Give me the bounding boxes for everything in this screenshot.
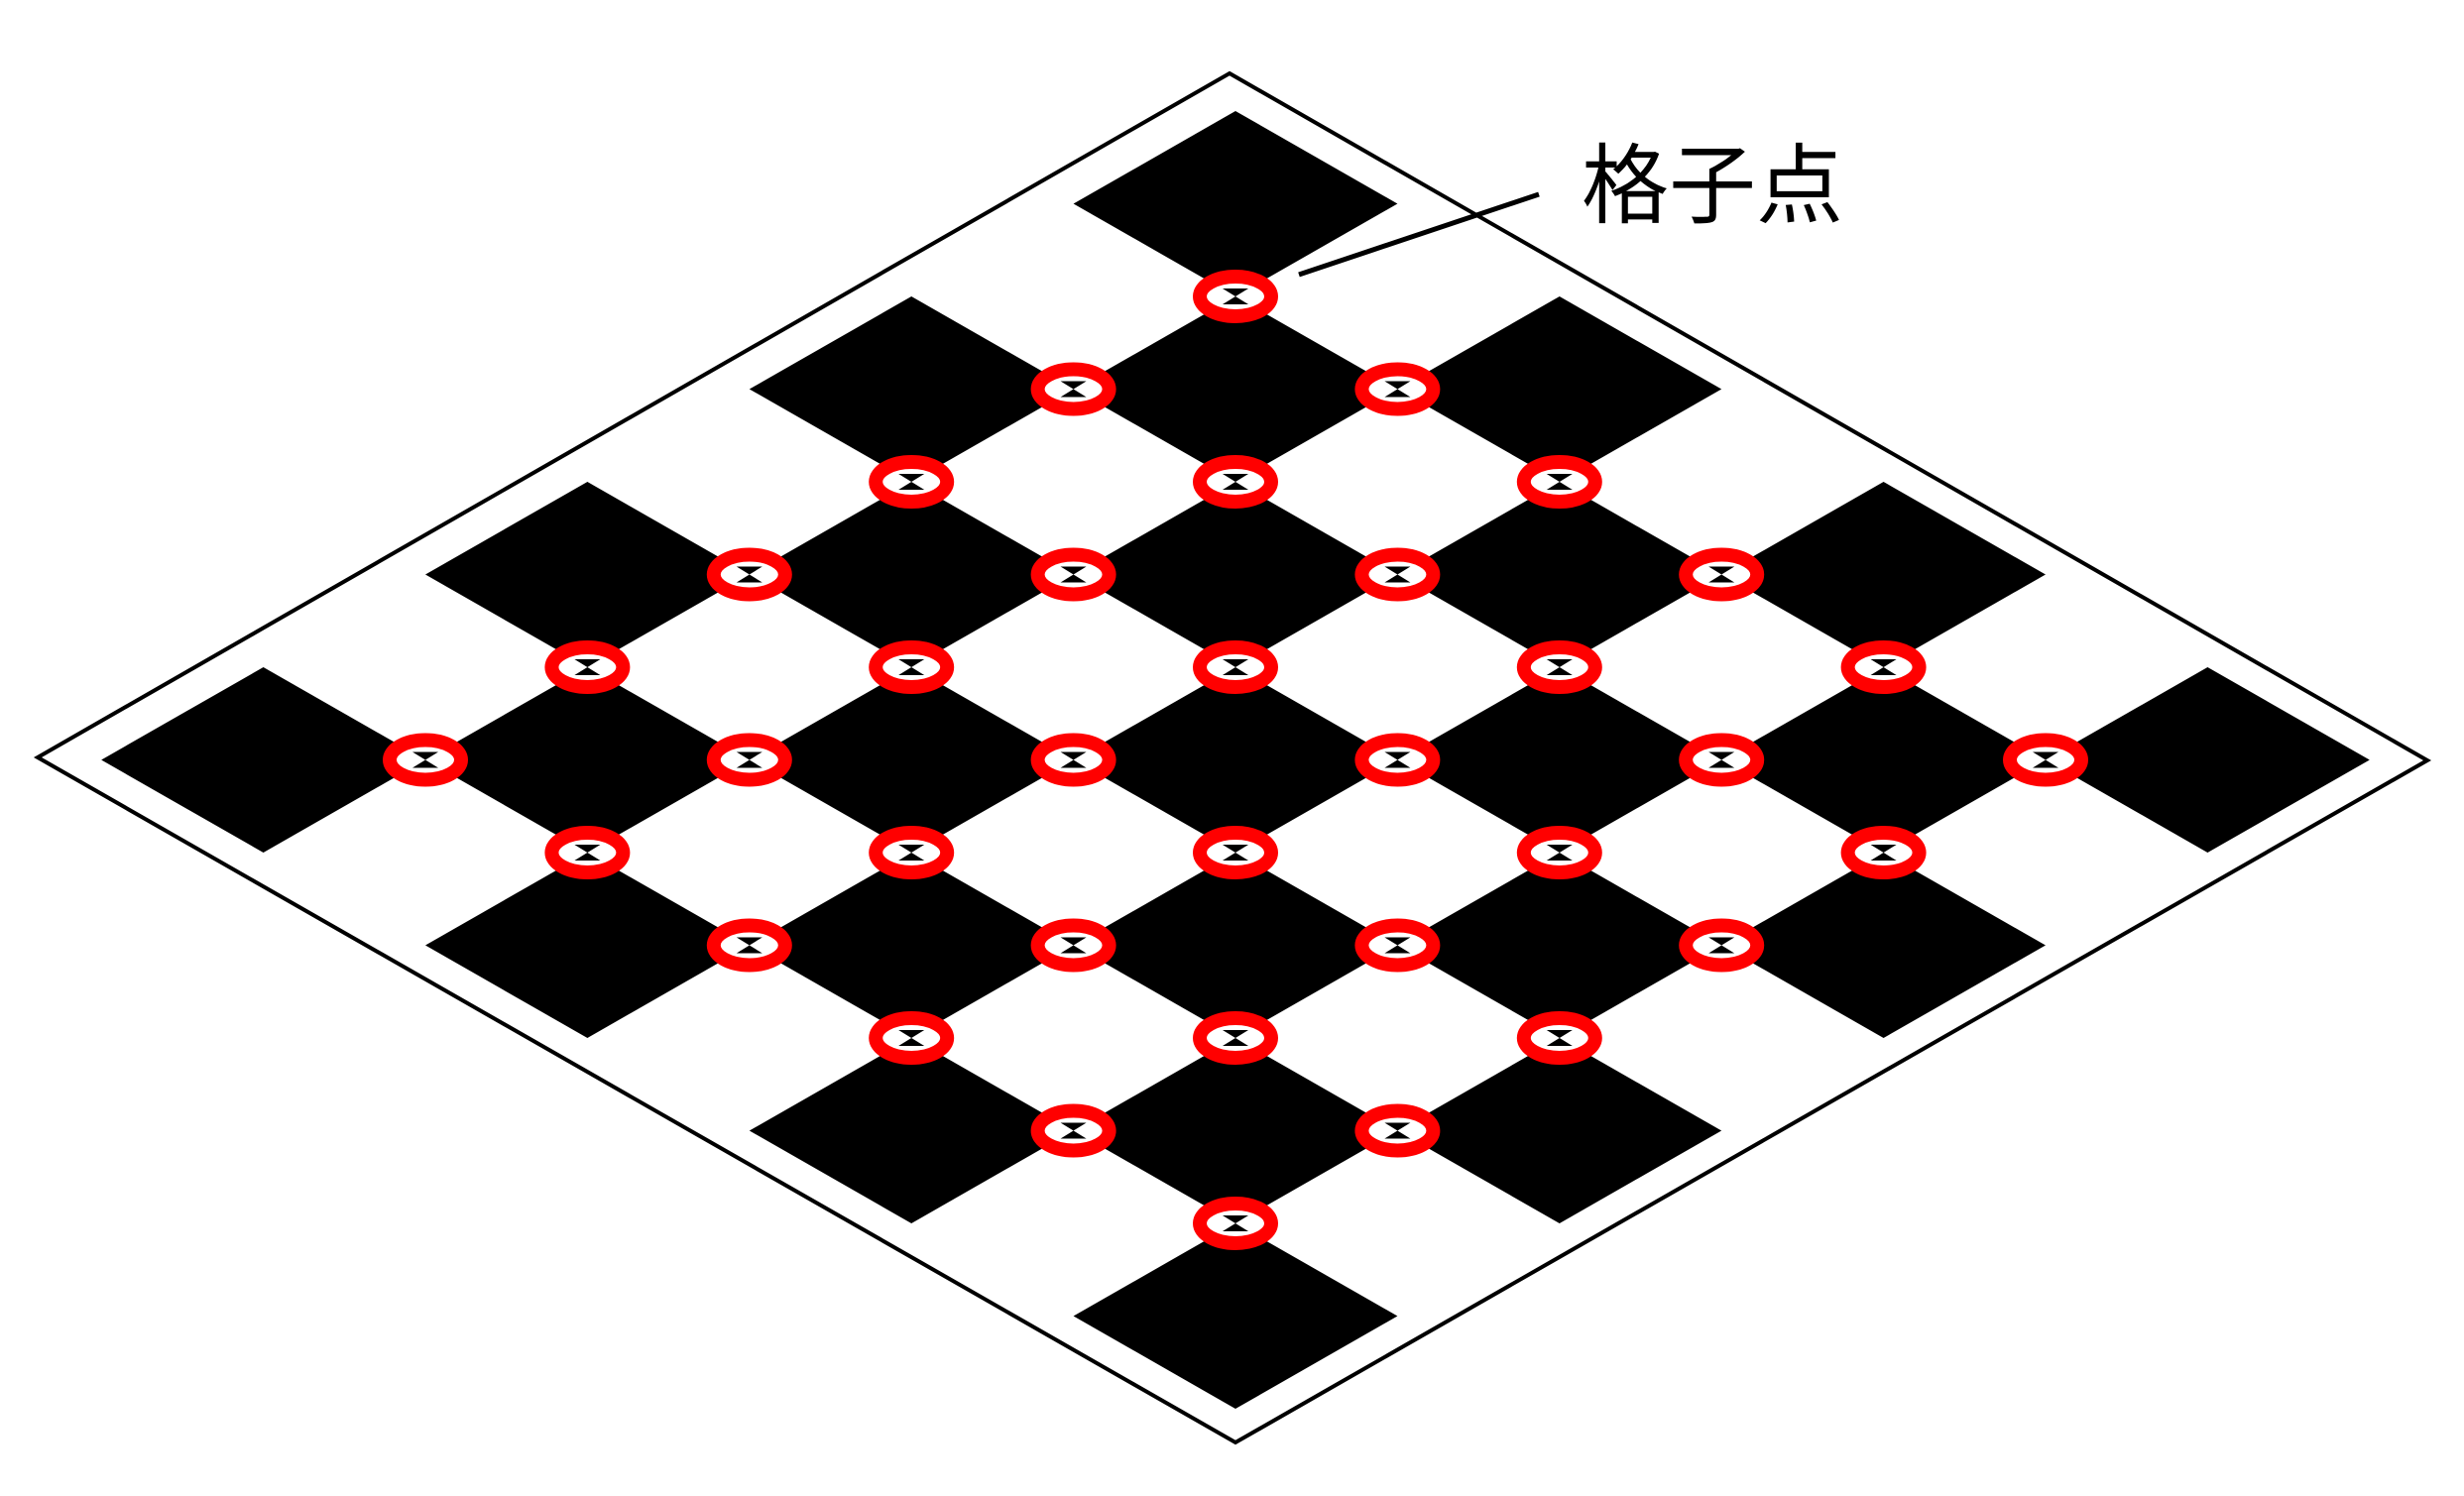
dark-square	[1397, 853, 1722, 1038]
lattice-point-marker	[1516, 1011, 1602, 1065]
lattice-point-marker	[706, 547, 792, 602]
dark-square	[1073, 853, 1398, 1038]
annotation-label: 格子点	[1582, 135, 1843, 237]
dark-square	[1073, 111, 1398, 296]
lattice-point-marker	[1030, 362, 1116, 416]
lattice-point-marker	[1354, 547, 1441, 602]
lattice-points	[383, 270, 2088, 1250]
lattice-point-marker	[1354, 362, 1441, 416]
lattice-point-marker	[869, 640, 955, 694]
lattice-point-marker	[544, 826, 631, 879]
dark-square	[1721, 482, 2046, 667]
lattice-point-marker	[544, 640, 631, 694]
dark-square	[749, 482, 1074, 667]
dark-square	[1073, 1223, 1398, 1409]
lattice-point-marker	[1193, 640, 1278, 694]
dark-square	[1073, 296, 1398, 482]
dark-square	[1397, 1038, 1722, 1223]
dark-square	[425, 667, 750, 853]
dark-square	[1073, 1038, 1398, 1223]
lattice-point-marker	[1679, 547, 1765, 602]
lattice-point-marker	[706, 733, 792, 787]
lattice-point-marker	[706, 918, 792, 973]
lattice-point-marker	[1030, 547, 1116, 602]
lattice-point-marker	[869, 1011, 955, 1065]
dark-square	[425, 482, 750, 667]
lattice-point-marker	[1193, 826, 1278, 879]
lattice-point-marker	[1193, 1197, 1278, 1250]
lattice-point-marker	[2003, 733, 2088, 787]
lattice-point-marker	[1030, 733, 1116, 787]
dark-square	[1073, 482, 1398, 667]
lattice-point-marker	[1840, 640, 1927, 694]
lattice-point-marker	[1193, 1011, 1278, 1065]
dark-square	[1073, 667, 1398, 853]
lattice-point-marker	[1030, 1103, 1116, 1158]
lattice-point-marker	[869, 455, 955, 509]
dark-square	[749, 296, 1074, 482]
lattice-point-marker	[1679, 918, 1765, 973]
dark-square	[425, 853, 750, 1038]
lattice-point-marker	[1516, 826, 1602, 879]
dark-square	[101, 667, 425, 853]
lattice-point-marker	[1193, 270, 1278, 323]
dark-square	[1397, 667, 1722, 853]
lattice-point-marker	[869, 826, 955, 879]
dark-square	[2046, 667, 2370, 853]
annotation-leader-line	[1298, 191, 1540, 278]
lattice-point-marker	[1030, 918, 1116, 973]
lattice-point-marker	[1679, 733, 1765, 787]
lattice-point-marker	[1193, 455, 1278, 509]
lattice-point-marker	[1354, 733, 1441, 787]
dark-square	[1721, 667, 2046, 853]
lattice-point-marker	[1354, 918, 1441, 973]
lattice-point-marker	[383, 733, 468, 787]
dark-square	[749, 853, 1074, 1038]
lattice-point-marker	[1354, 1103, 1441, 1158]
dark-square	[1397, 482, 1722, 667]
lattice-point-marker	[1516, 640, 1602, 694]
checkerboard-squares	[101, 111, 2370, 1409]
lattice-point-marker	[1516, 455, 1602, 509]
dark-square	[1721, 853, 2046, 1038]
dark-square	[749, 1038, 1074, 1223]
lattice-point-marker	[1840, 826, 1927, 879]
dark-square	[1397, 296, 1722, 482]
dark-square	[749, 667, 1074, 853]
